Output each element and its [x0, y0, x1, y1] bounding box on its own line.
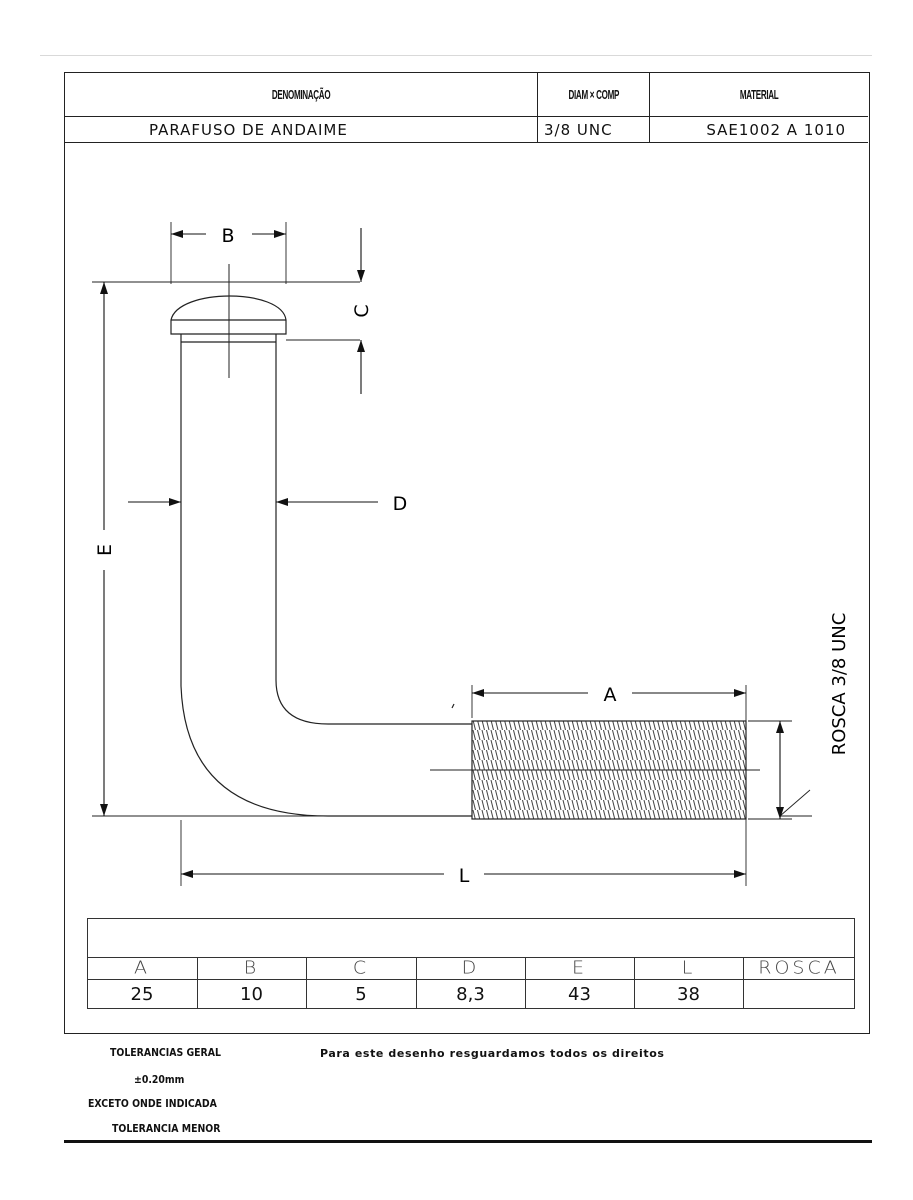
label-c: C [351, 304, 373, 317]
bend-inner [275, 679, 472, 725]
label-a: A [604, 684, 617, 706]
value-material-cell: SAE1002 A 1010 [650, 117, 868, 143]
tolerance-line-1: TOLERANCIAS GERAL [110, 1046, 221, 1059]
header-denominacao-cell: DENOMINAÇÃO [65, 73, 538, 117]
value-denominacao-cell: PARAFUSO DE ANDAIME [65, 117, 538, 143]
value-material: SAE1002 A 1010 [706, 120, 846, 139]
dimension-value-c: 5 [355, 983, 367, 1005]
dimension-table-column-divider [197, 957, 198, 1009]
value-diam-comp-cell: 3/8 UNC [538, 117, 650, 143]
dimension-table-column-divider [525, 957, 526, 1009]
dimension-value-d: 8,3 [456, 983, 485, 1005]
header-diam-comp-cell: DIAM × COMP [538, 73, 650, 117]
header-material: MATERIAL [739, 87, 779, 102]
dimension-header-c: C [352, 957, 370, 979]
dimension-table-column-divider [416, 957, 417, 1009]
dimension-header-d: D [461, 957, 480, 979]
dimension-table-column-divider [306, 957, 307, 1009]
header-diam-comp: DIAM × COMP [568, 87, 619, 102]
dimension-value-a: 25 [130, 983, 154, 1005]
dimension-table-column-divider [743, 957, 744, 1009]
dimension-header-rosca: ROSCA [758, 957, 840, 979]
label-e: E [94, 544, 116, 556]
label-rosca: ROSCA 3/8 UNC [829, 613, 850, 756]
value-diam-comp: 3/8 UNC [544, 120, 613, 139]
tolerance-line-2: ±0.20mm [134, 1073, 185, 1086]
top-separator [40, 55, 872, 56]
dimension-header-e: E [571, 957, 587, 979]
label-l: L [459, 865, 470, 887]
dimension-header-l: L [681, 957, 696, 979]
dimension-value-b: 10 [240, 983, 263, 1005]
label-d: D [393, 493, 408, 515]
dimension-table-grid [87, 957, 855, 1009]
header-material-cell: MATERIAL [650, 73, 868, 117]
tolerance-line-3: EXCETO ONDE INDICADA [88, 1097, 217, 1110]
rights-text: Para este desenho resguardamos todos os … [320, 1047, 665, 1060]
tolerance-line-4: TOLERANCIA MENOR [112, 1122, 221, 1135]
dimension-header-b: B [243, 957, 260, 979]
drawing-sheet: DENOMINAÇÃO DIAM × COMP MATERIAL PARAFUS… [64, 72, 870, 1034]
dimension-table-blank-row [87, 918, 855, 958]
bottom-rule [64, 1140, 872, 1143]
bend-outer [180, 685, 472, 817]
dimension-value-l: 38 [677, 983, 700, 1005]
dimension-header-a: A [134, 957, 150, 979]
header-denominacao: DENOMINAÇÃO [271, 87, 331, 102]
dimension-table-column-divider [634, 957, 635, 1009]
value-denominacao: PARAFUSO DE ANDAIME [149, 120, 348, 139]
dimension-value-e: 43 [568, 983, 591, 1005]
dimension-table: A 25 B 10 C 5 D 8,3 E 43 L 38 ROSCA [87, 918, 855, 1009]
dimension-value-rosca [743, 980, 855, 1008]
rosca-leader [779, 789, 811, 817]
label-b: B [221, 225, 234, 247]
